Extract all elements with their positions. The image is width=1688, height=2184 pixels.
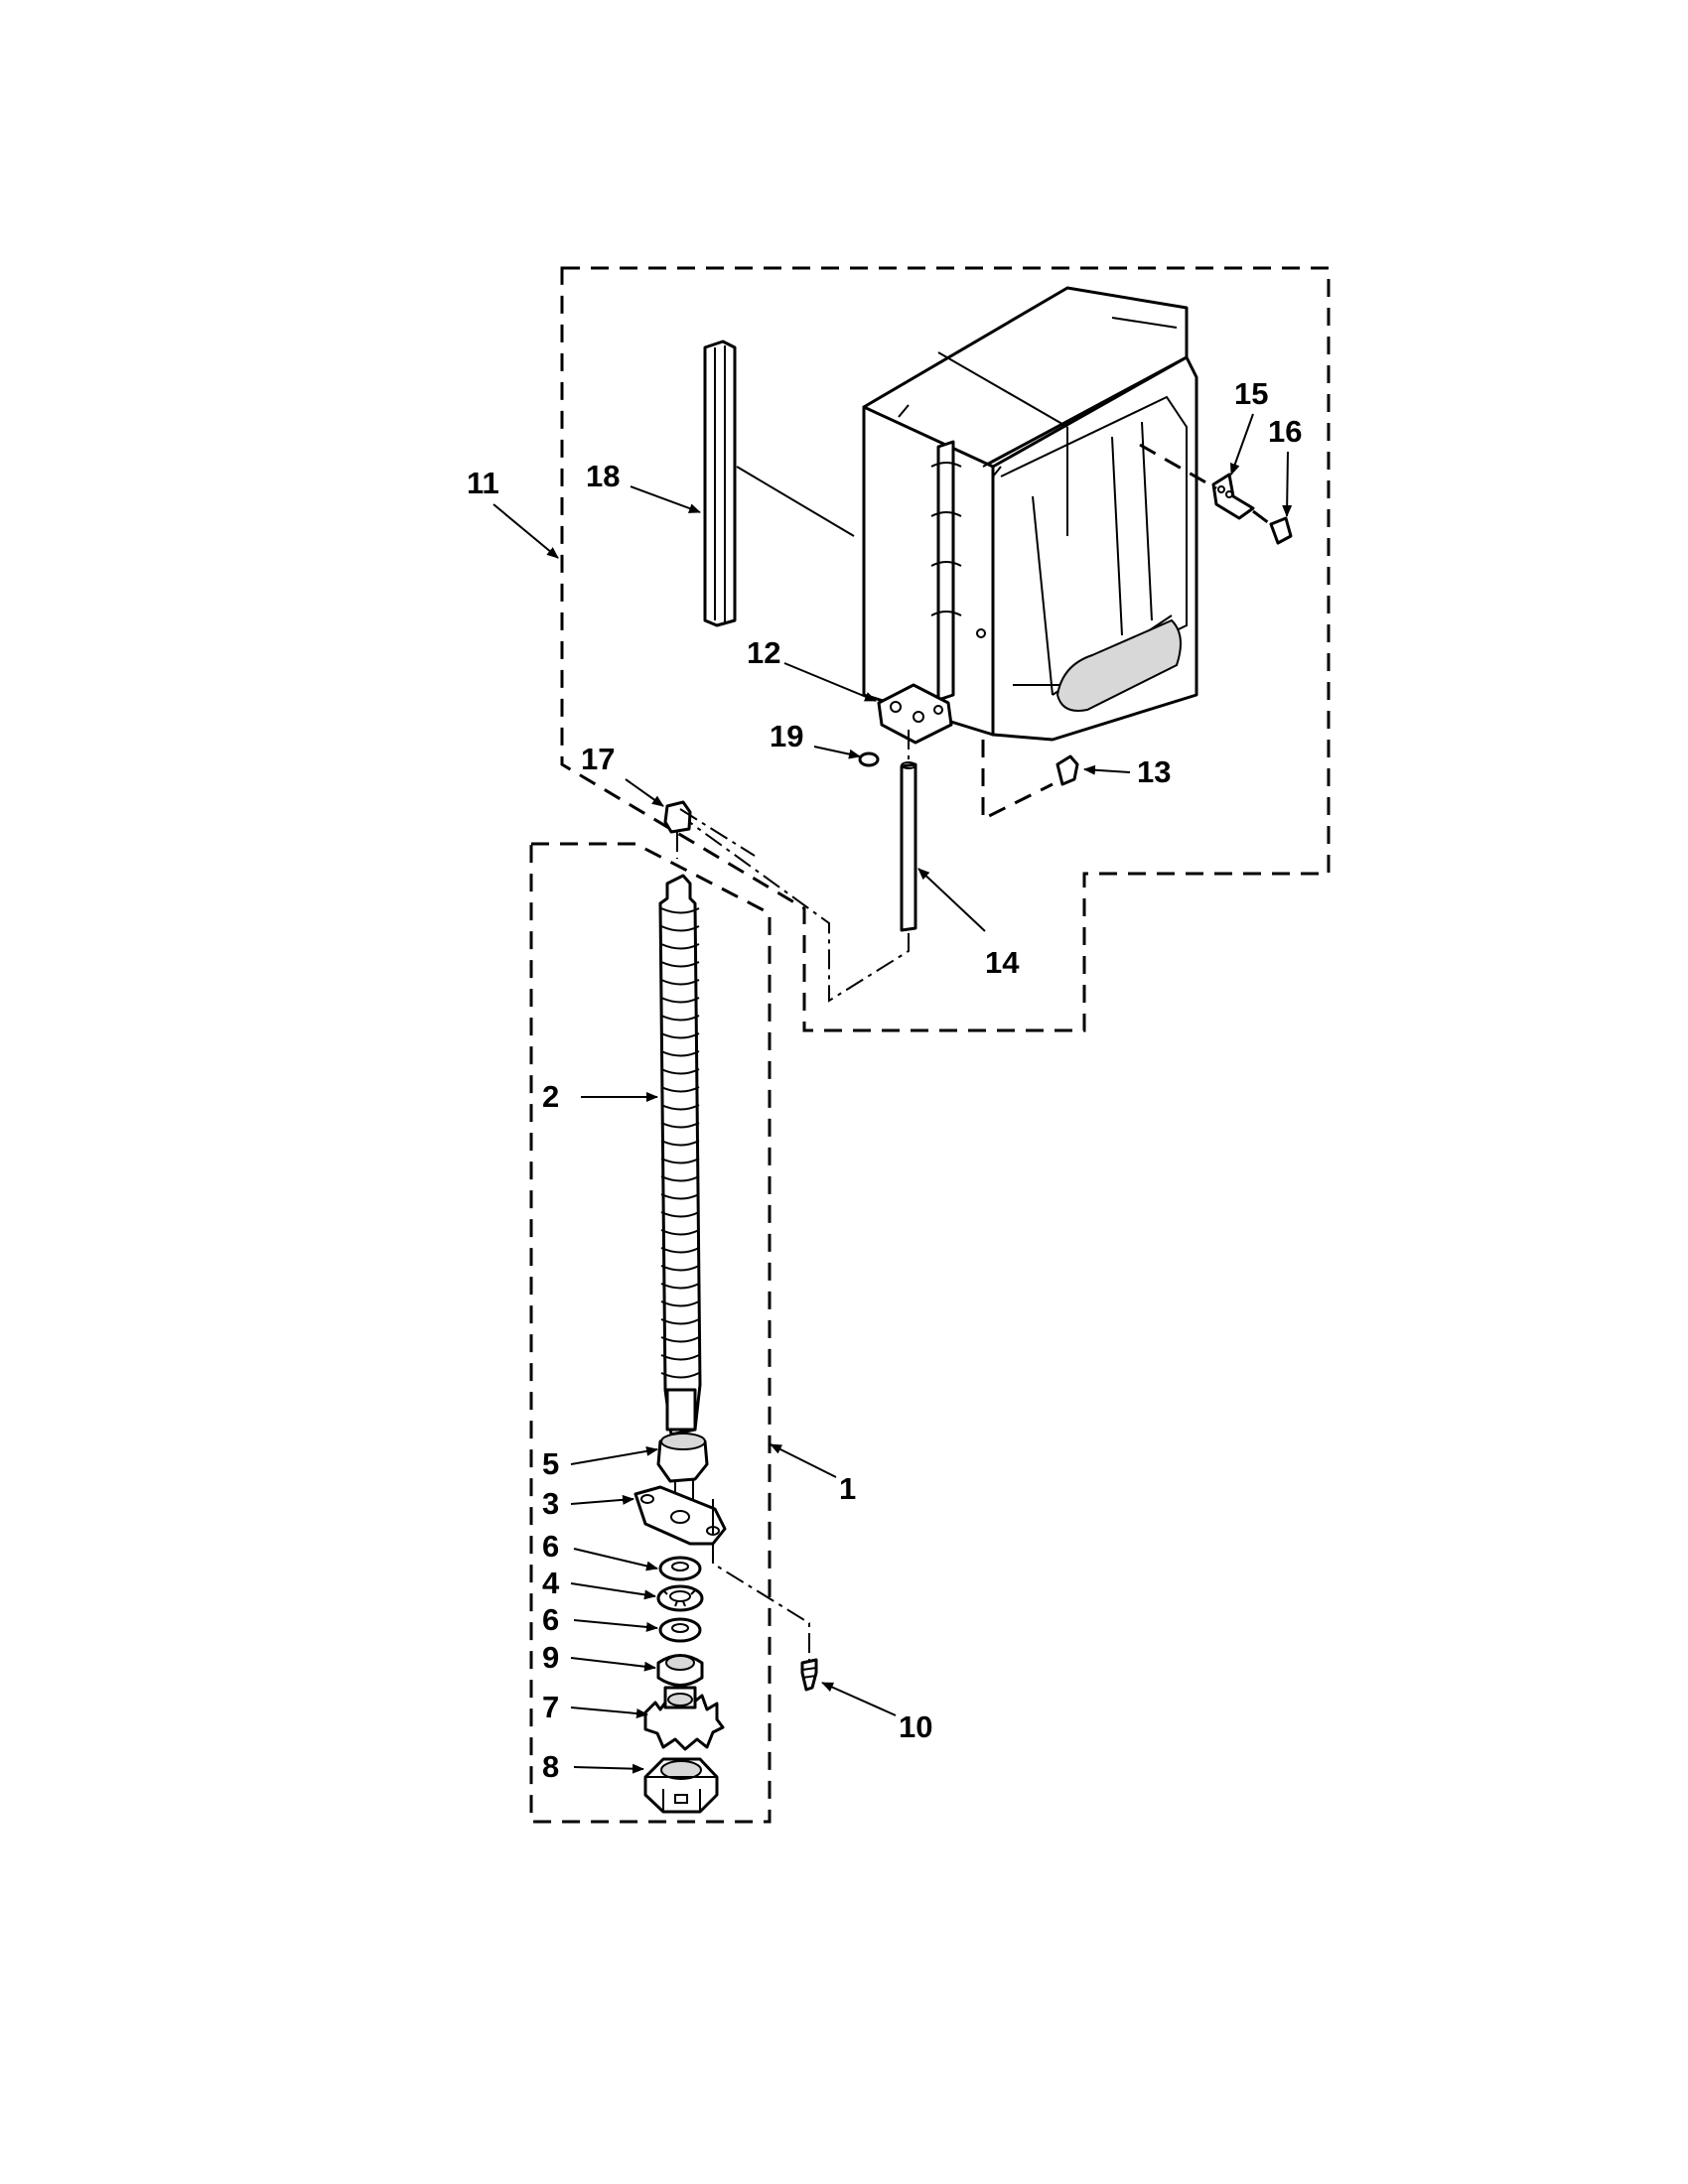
bearing-part — [656, 1584, 704, 1612]
callout-2: 2 — [542, 1079, 559, 1114]
callout-14: 14 — [985, 945, 1020, 980]
screw-part-16 — [1252, 509, 1293, 545]
callout-18: 18 — [586, 459, 620, 493]
spacer-part — [656, 1654, 704, 1687]
callout-7: 7 — [542, 1690, 559, 1724]
washer-part-6-upper — [658, 1556, 702, 1581]
callout-13: 13 — [1137, 754, 1171, 789]
callout-5: 5 — [542, 1446, 559, 1481]
clip-part-15 — [1139, 443, 1255, 520]
screw-part-10 — [800, 1658, 818, 1692]
callout-3: 3 — [542, 1486, 559, 1521]
screw-part-13 — [981, 740, 1079, 822]
callout-6-upper: 6 — [542, 1529, 559, 1564]
bushing-part — [656, 1433, 709, 1500]
bracket-part — [877, 683, 953, 745]
callouts: 11 18 15 16 12 19 17 13 14 2 1 5 3 6 4 6… — [467, 376, 1302, 1784]
gasket-strip-part — [703, 340, 855, 627]
washer-part-6-lower — [658, 1617, 702, 1643]
callout-10: 10 — [899, 1709, 932, 1744]
rod-part — [684, 730, 917, 1003]
hex-nut-part — [643, 1757, 719, 1814]
auger-shaft-part — [658, 874, 702, 1436]
assembly-1-boundary — [529, 842, 772, 1824]
callout-17: 17 — [581, 742, 615, 776]
callout-16: 16 — [1268, 414, 1302, 449]
callout-12: 12 — [747, 635, 780, 670]
flange-plate-part — [633, 1485, 810, 1663]
callout-11: 11 — [467, 466, 499, 500]
callout-6-lower: 6 — [542, 1602, 559, 1637]
callout-9: 9 — [542, 1640, 559, 1675]
assembly-11-boundary — [560, 266, 1331, 1032]
callout-1: 1 — [839, 1471, 856, 1506]
sprocket-part — [643, 1686, 725, 1751]
cap-part-17 — [663, 800, 756, 859]
callout-15: 15 — [1234, 376, 1268, 411]
callout-19: 19 — [770, 719, 803, 753]
ice-bin-housing — [862, 286, 1198, 742]
callout-8: 8 — [542, 1749, 559, 1784]
callout-4: 4 — [542, 1566, 560, 1600]
washer-part-19 — [858, 751, 880, 767]
leader-lines — [492, 413, 1293, 1774]
